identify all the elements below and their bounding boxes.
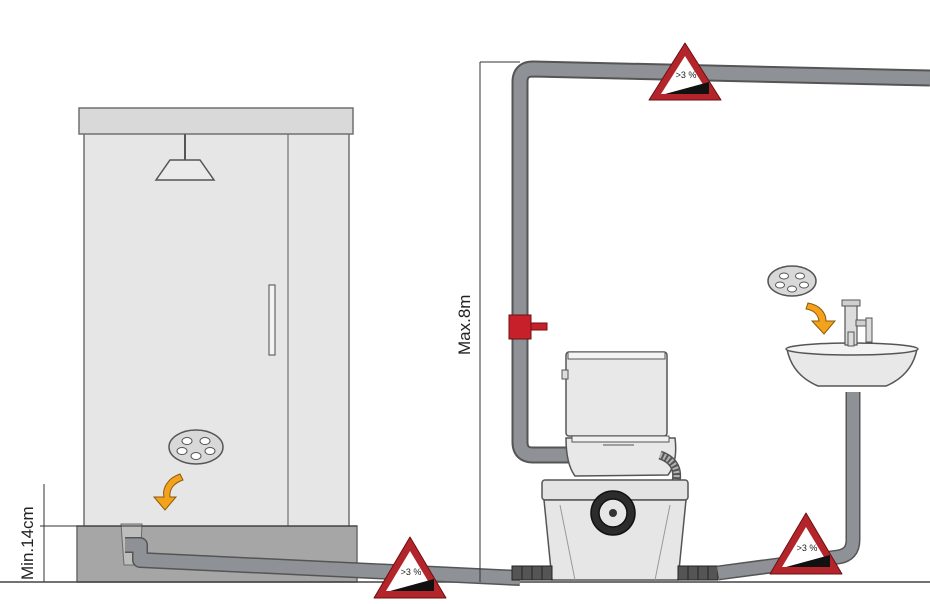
faucet-icon xyxy=(841,299,873,347)
min-height-label: Min.14cm xyxy=(18,506,37,580)
shower-head xyxy=(154,159,216,181)
shower-glass-panel xyxy=(83,131,350,527)
shower-cabin xyxy=(76,107,358,583)
discharge-pipe xyxy=(511,60,930,464)
pump-unit xyxy=(511,479,719,581)
toilet xyxy=(561,351,682,483)
basin-drain-pipe xyxy=(717,392,861,581)
slope-sign-bottom-left: >3 % xyxy=(373,536,447,599)
shutoff-valve xyxy=(508,314,548,340)
washbasin xyxy=(785,299,919,387)
slope-label-bottom-left: >3 % xyxy=(401,567,422,577)
max-height-label: Max.8m xyxy=(455,295,474,355)
slope-label-bottom-right: >3 % xyxy=(797,543,818,553)
slope-label-top: >3 % xyxy=(676,70,697,80)
drain-plug-icon xyxy=(168,429,224,465)
insert-arrow-icon xyxy=(805,302,837,335)
max-height-dimension: Max.8m xyxy=(455,61,520,582)
slope-sign-top: >3 % xyxy=(648,42,722,101)
shower-roof xyxy=(78,107,354,135)
slope-sign-bottom-right: >3 % xyxy=(769,512,843,575)
insert-arrow-icon xyxy=(152,473,184,511)
toilet-bowl xyxy=(565,437,677,477)
drain-plug-icon xyxy=(767,265,817,297)
toilet-tank xyxy=(565,351,668,437)
shower-drain-pipe xyxy=(125,537,521,586)
shower-door-handle xyxy=(268,284,276,356)
